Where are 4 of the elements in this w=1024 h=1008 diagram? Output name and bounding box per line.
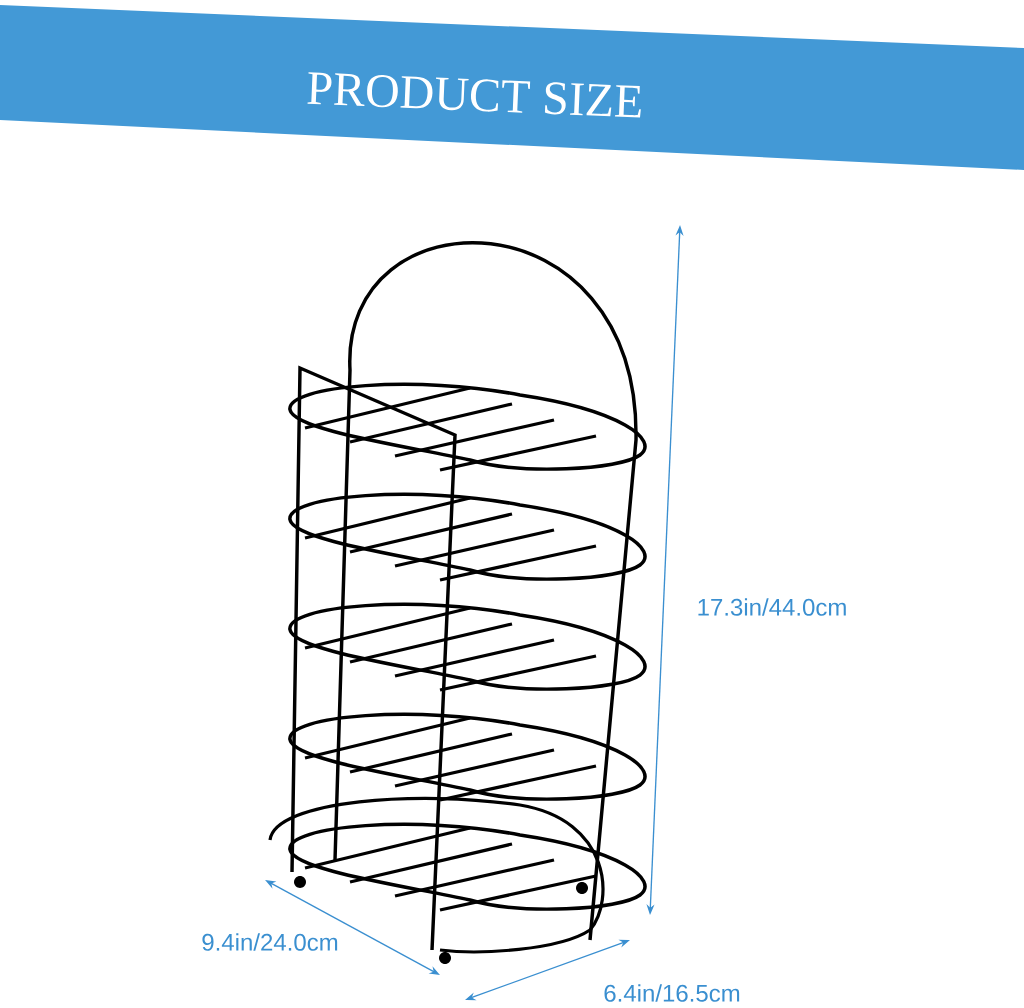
title-banner: PRODUCT SIZE — [0, 5, 1024, 170]
dimension-label: 9.4in/24.0cm — [202, 933, 338, 951]
dimension-label: 17.3in/44.0cm — [698, 598, 846, 616]
dimension-label: 6.4in/16.5cm — [604, 984, 740, 1002]
